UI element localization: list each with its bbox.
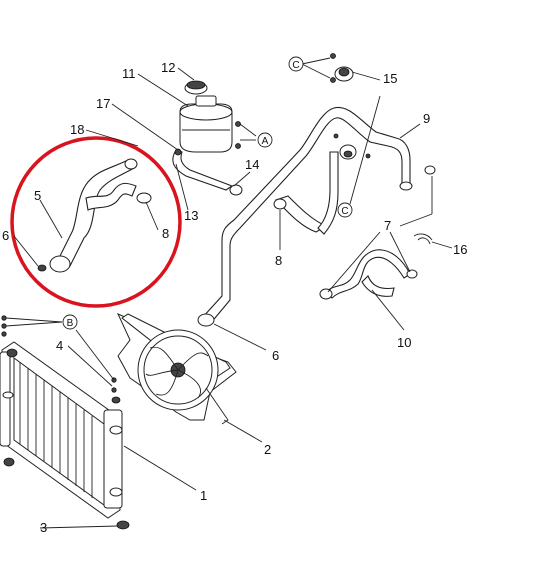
part-number-8-left: 8 xyxy=(162,226,169,241)
part-numbers: 1 2 3 4 5 6 6 7 8 8 9 10 11 12 13 14 15 … xyxy=(2,60,467,535)
leader-lines xyxy=(5,57,453,529)
radiator-mounts xyxy=(1,315,130,530)
bleed-hose xyxy=(172,148,243,196)
svg-text:C: C xyxy=(292,60,299,71)
svg-text:B: B xyxy=(67,318,74,329)
callout-C-middle: C xyxy=(337,202,353,218)
lower-hose-highlighted xyxy=(37,158,152,273)
radiator xyxy=(0,341,123,519)
callout-C-top: C xyxy=(288,56,304,72)
part-number-3: 3 xyxy=(40,520,47,535)
part-number-10: 10 xyxy=(397,335,411,350)
part-number-16: 16 xyxy=(453,242,467,257)
part-number-8-right: 8 xyxy=(275,253,282,268)
part-number-6-left: 6 xyxy=(2,228,9,243)
upper-hose xyxy=(197,106,413,327)
expansion-reservoir xyxy=(179,80,241,153)
part-number-18: 18 xyxy=(70,122,84,137)
part-number-4: 4 xyxy=(56,338,63,353)
part-number-14: 14 xyxy=(245,157,259,172)
part-number-15: 15 xyxy=(383,71,397,86)
fan-assembly xyxy=(117,313,237,425)
svg-text:C: C xyxy=(341,206,348,217)
part-number-6-right: 6 xyxy=(272,348,279,363)
part-number-9: 9 xyxy=(423,111,430,126)
part-number-5: 5 xyxy=(34,188,41,203)
callout-A: A xyxy=(257,132,273,148)
thermostat-housing xyxy=(330,53,371,160)
highlight-circle xyxy=(10,136,182,308)
part-number-7: 7 xyxy=(384,218,391,233)
part-number-12: 12 xyxy=(161,60,175,75)
heater-hose xyxy=(319,165,436,300)
part-number-2: 2 xyxy=(264,442,271,457)
part-number-1: 1 xyxy=(200,488,207,503)
part-number-13: 13 xyxy=(184,208,198,223)
callout-B: B xyxy=(62,314,78,330)
part-number-11: 11 xyxy=(122,66,136,81)
svg-text:A: A xyxy=(262,136,269,147)
part-number-17: 17 xyxy=(96,96,110,111)
